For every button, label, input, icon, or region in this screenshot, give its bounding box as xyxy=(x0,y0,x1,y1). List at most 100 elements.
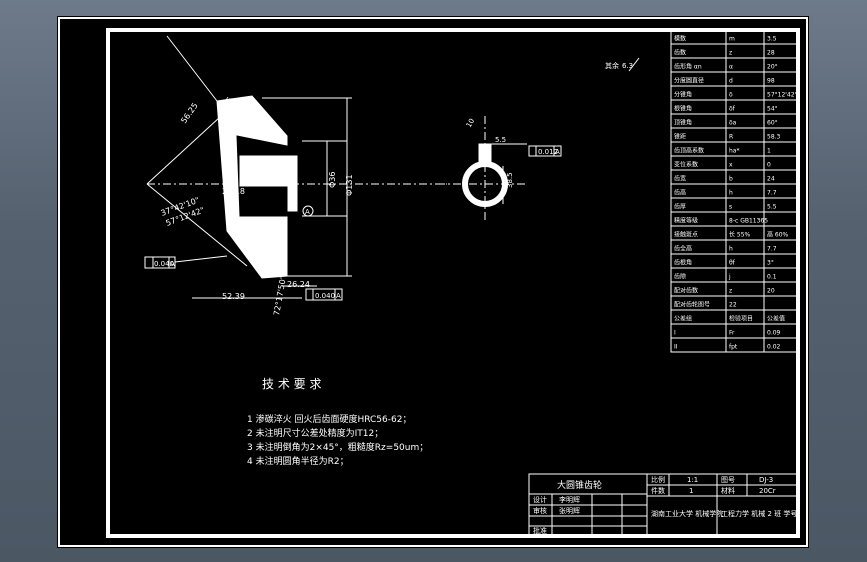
runout2-ref: A xyxy=(336,292,341,300)
param-cell: m xyxy=(729,36,735,43)
keyway-view xyxy=(437,116,562,221)
param-cell: z xyxy=(729,50,732,57)
param-cell: 20 xyxy=(767,288,775,295)
param-cell: 20° xyxy=(767,64,778,71)
outer-frame xyxy=(58,17,808,547)
runout-tolerance-1: 0.040 A xyxy=(144,255,228,269)
param-cell: 98 xyxy=(767,78,775,85)
svg-text:审核: 审核 xyxy=(533,506,547,515)
param-cell: 0.1 xyxy=(767,274,777,281)
datum-letter: A xyxy=(305,208,310,216)
param-cell: 分锥角 xyxy=(674,91,692,99)
param-cell: 配对齿数 xyxy=(674,287,698,295)
param-cell: 3° xyxy=(767,260,774,267)
param-cell: 公差值 xyxy=(767,315,785,323)
param-cell: 7.7 xyxy=(767,246,777,253)
param-cell: 精度等级 xyxy=(674,217,698,225)
keyway-width: 5.5 xyxy=(495,136,506,144)
param-cell: 齿厚 xyxy=(674,203,686,211)
param-cell: 24 xyxy=(767,176,775,183)
param-cell: 28 xyxy=(767,50,775,57)
roughness-note: 其余 6.3 xyxy=(605,57,640,72)
keyway-dim: 10 xyxy=(465,117,476,129)
runout-tolerance-2: 0.040 A xyxy=(305,288,343,301)
param-cell: 8-c GB11365 xyxy=(729,218,768,225)
runout2-value: 0.040 xyxy=(315,292,335,300)
param-cell: 54° xyxy=(767,106,778,113)
requirements-heading: 技 术 要 求 xyxy=(262,377,321,391)
param-cell: 22 xyxy=(729,302,737,309)
svg-text:工程力学 机械 2 班 学号: 工程力学 机械 2 班 学号 xyxy=(721,509,797,518)
param-cell: 齿宽 xyxy=(674,175,686,183)
param-cell: 公差组 xyxy=(674,315,692,323)
sym-value: 0.012 xyxy=(538,148,558,156)
param-cell: j xyxy=(728,274,731,281)
datum-circle xyxy=(302,205,314,217)
param-cell: h xyxy=(729,246,733,253)
param-cell: 长 55% xyxy=(729,231,751,239)
dim-face: 26.24 xyxy=(287,280,310,289)
param-cell: Fr xyxy=(729,330,735,337)
param-cell: 0 xyxy=(767,162,771,169)
param-cell: 接触斑点 xyxy=(674,231,698,239)
drawing-viewport: 56.25 R5 1×45° 24.18 Φ131 Φ36 37°42'10" … xyxy=(57,16,809,548)
param-cell: fpt xyxy=(729,344,738,351)
svg-text:件数: 件数 xyxy=(651,486,665,495)
sym-ref: A xyxy=(555,148,560,156)
param-cell: δ xyxy=(729,92,733,99)
drawing-title: 大圆锥齿轮 xyxy=(557,479,602,491)
param-cell: 60° xyxy=(767,120,778,127)
svg-text:6.3: 6.3 xyxy=(622,62,633,70)
svg-text:批准: 批准 xyxy=(533,526,547,535)
param-cell: z xyxy=(729,288,732,295)
runout1-value: 0.040 xyxy=(154,260,174,268)
param-cell: 锥距 xyxy=(674,133,686,141)
param-cell: d xyxy=(729,78,733,85)
gear-section-view xyxy=(146,35,447,299)
requirement-1: 1 渗碳淬火 回火后齿面硬度HRC56-62； xyxy=(247,413,411,425)
param-cell: δa xyxy=(729,120,737,127)
dim-hub-chamfer: 1×45° xyxy=(257,172,283,181)
param-cell: x xyxy=(729,162,733,169)
param-cell: 高 60% xyxy=(767,231,789,239)
svg-text:DJ-3: DJ-3 xyxy=(759,476,773,484)
param-cell: 0.02 xyxy=(767,344,781,351)
dim-bore: Φ36 xyxy=(328,172,337,188)
svg-text:其余: 其余 xyxy=(605,61,619,70)
param-cell: 1 xyxy=(767,148,771,155)
param-cell: 0.09 xyxy=(767,330,781,337)
title-block-texts: 大圆锥齿轮 比例 1:1 图号 DJ-3 件数 1 材料 20Cr 设计 李明辉… xyxy=(533,475,797,535)
svg-text:1:1: 1:1 xyxy=(687,476,698,484)
param-cell: 顶锥角 xyxy=(674,119,692,127)
param-cell: 变位系数 xyxy=(674,161,698,169)
dim-angle-bottom: 72°17'50" xyxy=(272,275,288,316)
dim-bottom: 52.39 xyxy=(222,292,245,301)
param-cell: I xyxy=(674,330,676,337)
param-cell: 齿隙 xyxy=(674,273,686,281)
param-cell: 分度圆直径 xyxy=(674,77,704,85)
param-cell: 齿顶高系数 xyxy=(674,147,704,155)
dim-top-angle: 56.25 xyxy=(179,101,200,125)
param-cell: 齿形角 αn xyxy=(674,63,702,71)
svg-text:李明辉: 李明辉 xyxy=(559,495,580,504)
keyway-texts: 5.5 38.5 10 0.012 A xyxy=(465,117,560,188)
param-cell: 7.7 xyxy=(767,190,777,197)
svg-text:张明辉: 张明辉 xyxy=(559,506,580,515)
param-cell: 58.3 xyxy=(767,134,781,141)
svg-text:20Cr: 20Cr xyxy=(759,487,776,495)
param-cell: R xyxy=(729,134,733,141)
param-cell: II xyxy=(674,344,678,351)
param-cell: 5.5 xyxy=(767,204,777,211)
param-cell: ha* xyxy=(729,148,739,155)
svg-text:湖南工业大学 机械学院: 湖南工业大学 机械学院 xyxy=(651,509,723,518)
svg-text:1: 1 xyxy=(689,487,693,495)
inner-frame xyxy=(106,28,800,538)
param-cell: 齿高 xyxy=(674,189,686,197)
keyway-slot xyxy=(478,143,492,167)
dim-diam-big: Φ131 xyxy=(345,174,354,196)
dim-hub-length: 24.18 xyxy=(222,187,245,196)
param-cell: α xyxy=(729,64,733,71)
technical-requirements: 技 术 要 求 1 渗碳淬火 回火后齿面硬度HRC56-62； 2 未注明尺寸公… xyxy=(247,377,428,467)
svg-text:图号: 图号 xyxy=(721,476,735,484)
